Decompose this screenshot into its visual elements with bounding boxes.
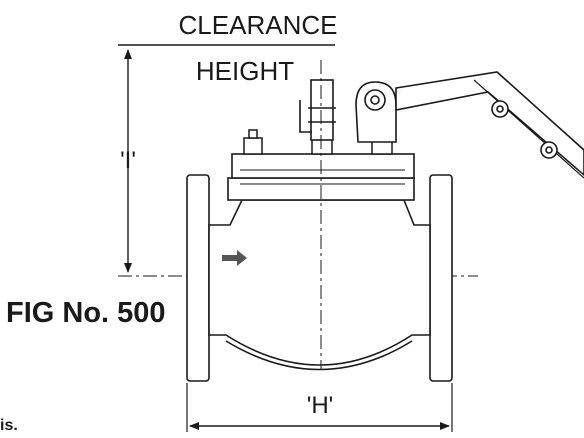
width-dimension-label: 'H': [307, 392, 334, 419]
lever-assembly: [299, 71, 584, 179]
height-dimension-label: 'I': [120, 147, 136, 174]
flow-direction-arrow-icon: [222, 250, 247, 266]
height-dimension: 'I': [120, 49, 136, 273]
bonnet-upper-plate: [231, 153, 415, 179]
height-text: HEIGHT: [196, 56, 294, 86]
casing-curve: [225, 340, 413, 371]
valve-body: [186, 153, 453, 382]
bolt-left: [243, 137, 263, 155]
fragment-text: is.: [0, 417, 18, 434]
right-flange: [429, 174, 453, 382]
figure-label: FIG No. 500: [6, 297, 166, 329]
width-dimension: 'H': [186, 383, 453, 432]
clearance-text: CLEARANCE: [179, 10, 338, 40]
valve-stem: [310, 79, 334, 141]
left-flange: [186, 174, 210, 382]
lever-arm: [395, 71, 584, 177]
valve-casing: [208, 199, 431, 366]
clearance-height-label: CLEARANCE HEIGHT: [179, 10, 338, 86]
